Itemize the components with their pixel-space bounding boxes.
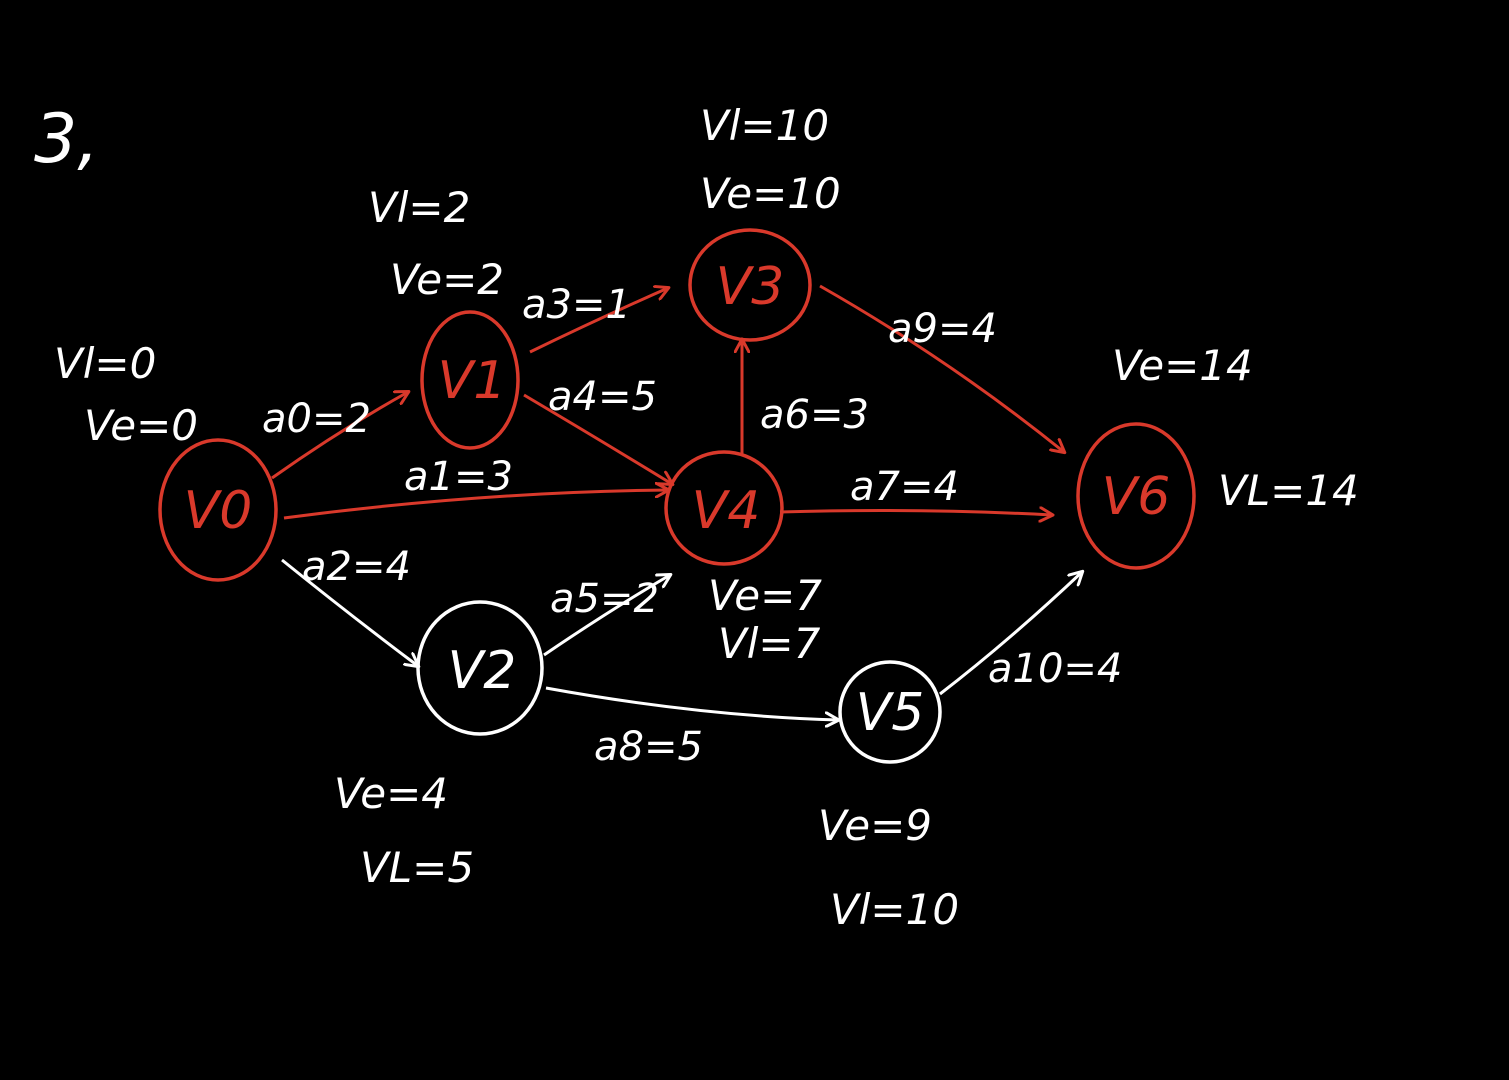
node-v5-ve: Ve=9: [818, 801, 932, 850]
node-v0-vl: Vl=0: [54, 339, 156, 388]
edge-a1-line: [283, 490, 668, 520]
node-v2-vl: VL=5: [360, 843, 474, 892]
edge-a9-label: a9=4: [888, 306, 997, 352]
edge-a10-line: [939, 572, 1082, 696]
node-v1-circle: [420, 310, 520, 450]
node-v6-ve: Ve=14: [1112, 341, 1253, 390]
node-v3-label: V3: [716, 257, 785, 317]
edge-a8-label: a8=5: [594, 724, 703, 770]
node-v4-vl: Vl=7: [718, 619, 821, 668]
node-v6-circle: [1076, 422, 1196, 570]
node-v1-label: V1: [438, 351, 507, 411]
edge-a3-label: a3=1: [522, 282, 631, 328]
node-v6-vl: VL=14: [1218, 466, 1359, 515]
node-v0-label: V0: [184, 481, 253, 541]
node-v0-ve: Ve=0: [84, 401, 198, 450]
edge-a7-line: [779, 511, 1052, 515]
node-v4-ve: Ve=7: [708, 571, 822, 620]
node-v5-circle: [838, 660, 942, 764]
edge-a2-label: a2=4: [302, 544, 411, 590]
edge-a7-label: a7=4: [850, 464, 959, 510]
node-v3-ve: Ve=10: [700, 169, 841, 218]
edge-a6-label: a6=3: [760, 392, 869, 438]
edge-a9-line: [819, 284, 1064, 452]
edge-a5-label: a5=2: [550, 576, 659, 622]
edge-a8-line: [545, 686, 838, 720]
node-v1-ve: Ve=2: [390, 255, 504, 304]
node-v6-label: V6: [1102, 467, 1171, 527]
node-v2-circle: [416, 600, 544, 736]
edge-a0-label: a0=2: [262, 396, 371, 442]
edge-a3-line: [529, 288, 668, 354]
node-v3-vl: Vl=10: [700, 101, 829, 150]
node-v5-label: V5: [856, 683, 925, 743]
edge-a1-label: a1=3: [404, 454, 513, 500]
edge-a4-line: [523, 393, 672, 484]
node-v4-circle: [664, 450, 784, 566]
edge-a2-line: [281, 558, 418, 666]
problem-number: 3,: [34, 100, 99, 179]
node-v1-vl: Vl=2: [368, 183, 470, 232]
node-v2-label: V2: [448, 641, 517, 701]
node-v2-ve: Ve=4: [334, 769, 448, 818]
node-v4-label: V4: [692, 481, 761, 541]
edge-a5-line: [543, 575, 670, 657]
node-v5-vl: Vl=10: [830, 885, 959, 934]
node-v3-circle: [688, 228, 812, 342]
edge-a10-label: a10=4: [988, 646, 1122, 692]
edge-a0-line: [271, 392, 408, 480]
node-v0-circle: [158, 438, 278, 582]
edge-a4-label: a4=5: [548, 374, 657, 420]
